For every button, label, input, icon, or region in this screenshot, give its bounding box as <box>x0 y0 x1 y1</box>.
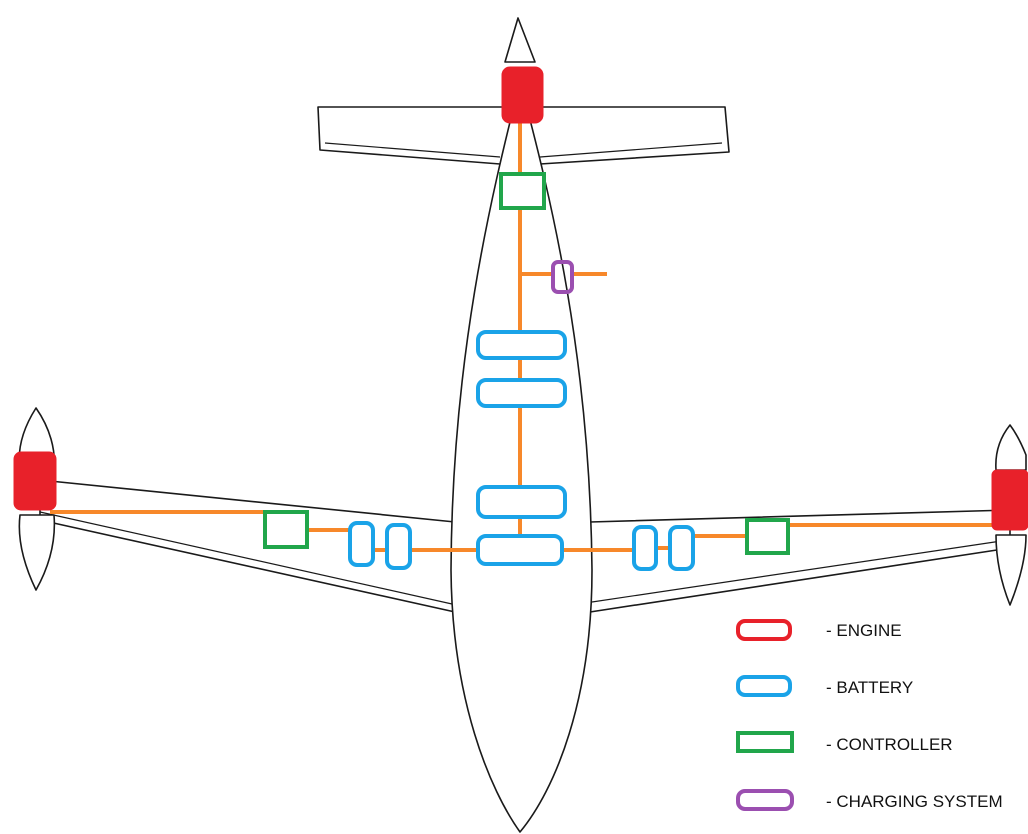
airframe <box>18 17 1027 833</box>
engine-right-wing <box>991 469 1028 531</box>
engines <box>13 66 1028 531</box>
controller-swatch <box>736 731 794 753</box>
legend-item-controller: - CONTROLLER <box>736 731 953 754</box>
legend-label-battery: - BATTERY <box>826 678 913 697</box>
battery-right-wing-1 <box>632 525 658 571</box>
controllers <box>263 172 790 555</box>
wire-right-wing <box>562 523 993 552</box>
legend-label-engine: - ENGINE <box>826 621 902 640</box>
legend-item-charging-system: - CHARGING SYSTEM <box>736 789 1003 811</box>
wiring <box>50 120 993 552</box>
left-wing <box>39 479 456 613</box>
controller-right-wing <box>745 518 790 555</box>
battery-fuselage-4 <box>476 534 564 566</box>
top-spinner <box>504 17 536 63</box>
engine-swatch <box>736 619 792 641</box>
legend-item-engine: - ENGINE <box>736 619 902 641</box>
legend-label-controller: - CONTROLLER <box>826 735 953 754</box>
legend-item-battery: - BATTERY <box>736 675 913 697</box>
battery-left-wing-2 <box>385 523 412 570</box>
battery-left-wing-1 <box>348 521 375 567</box>
legend-label-charging-system: - CHARGING SYSTEM <box>826 792 1003 811</box>
engine-left-wing <box>13 451 57 511</box>
wire-left-wing <box>50 510 478 552</box>
charging-system <box>551 260 574 294</box>
controller-left-wing <box>263 510 309 549</box>
tail-plane-line <box>324 142 723 158</box>
batteries <box>348 330 695 571</box>
right-wing-flap-line <box>591 539 1009 603</box>
battery-fuselage-1 <box>476 330 567 360</box>
battery-right-wing-2 <box>668 525 695 571</box>
left-wing-flap-line <box>39 511 453 605</box>
engine-tail <box>501 66 544 124</box>
legend: - ENGINE - BATTERY - CONTROLLER - CHARGI… <box>736 619 1003 811</box>
controller-fuselage <box>499 172 546 210</box>
battery-fuselage-2 <box>476 378 567 408</box>
battery-swatch <box>736 675 792 697</box>
battery-fuselage-3 <box>476 485 567 519</box>
charging-system-swatch <box>736 789 794 811</box>
